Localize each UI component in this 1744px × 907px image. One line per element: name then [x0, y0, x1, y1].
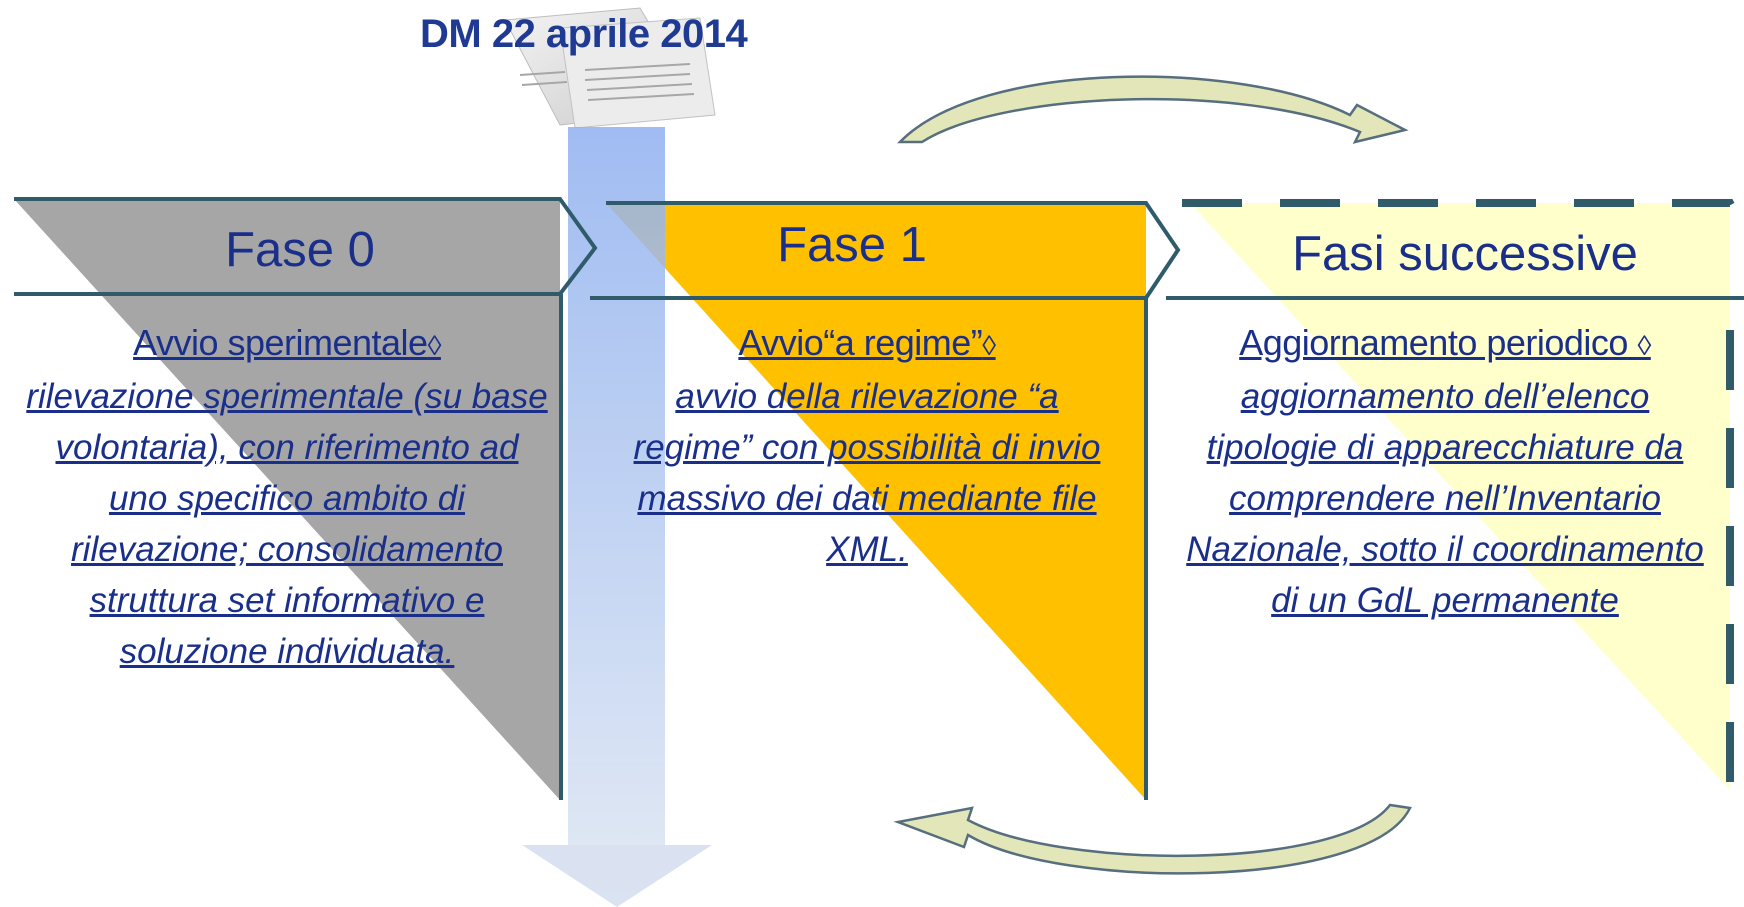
fase-0-shape	[14, 199, 560, 800]
fasi-successive-shape	[1190, 203, 1730, 790]
arrow-marker: ◊	[982, 330, 996, 361]
curved-arrow-forward	[897, 75, 1409, 144]
fase-1-heading: Avvio“a regime”	[738, 322, 983, 363]
fase-1-chevron-border	[590, 201, 1181, 300]
fase-1-title: Fase 1	[777, 218, 927, 272]
fase-0-title: Fase 0	[225, 223, 375, 277]
decree-title: DM 22 aprile 2014	[420, 12, 748, 56]
fase-0-chevron-border	[14, 197, 598, 296]
arrow-marker: ◊	[427, 330, 442, 361]
timeline-arrow	[522, 127, 712, 907]
fasi-successive-title: Fasi successive	[1292, 227, 1638, 281]
fasi-successive-description: Aggiornamento periodico ◊ aggiornamento …	[1180, 318, 1710, 626]
fasi-successive-heading: Aggiornamento periodico	[1239, 322, 1628, 363]
fasi-successive-text: aggiornamento dell’elenco tipologie di a…	[1186, 377, 1704, 620]
fasi-successive-dashed-border	[1182, 199, 1744, 232]
fase-1-description: Avvio“a regime”◊ avvio della rilevazione…	[622, 318, 1112, 575]
fase-1-text: avvio della rilevazione “a regime” con p…	[633, 377, 1101, 569]
fase-0-description: Avvio sperimentale◊ rilevazione sperimen…	[22, 318, 552, 677]
curved-arrow-return	[893, 803, 1412, 875]
arrow-marker: ◊	[1637, 330, 1651, 361]
fase-0-heading: Avvio sperimentale	[133, 322, 428, 363]
fase-0-text: rilevazione sperimentale (su base volont…	[26, 377, 548, 671]
fase-1-shape	[606, 203, 1146, 800]
gazette-image	[504, 7, 716, 129]
